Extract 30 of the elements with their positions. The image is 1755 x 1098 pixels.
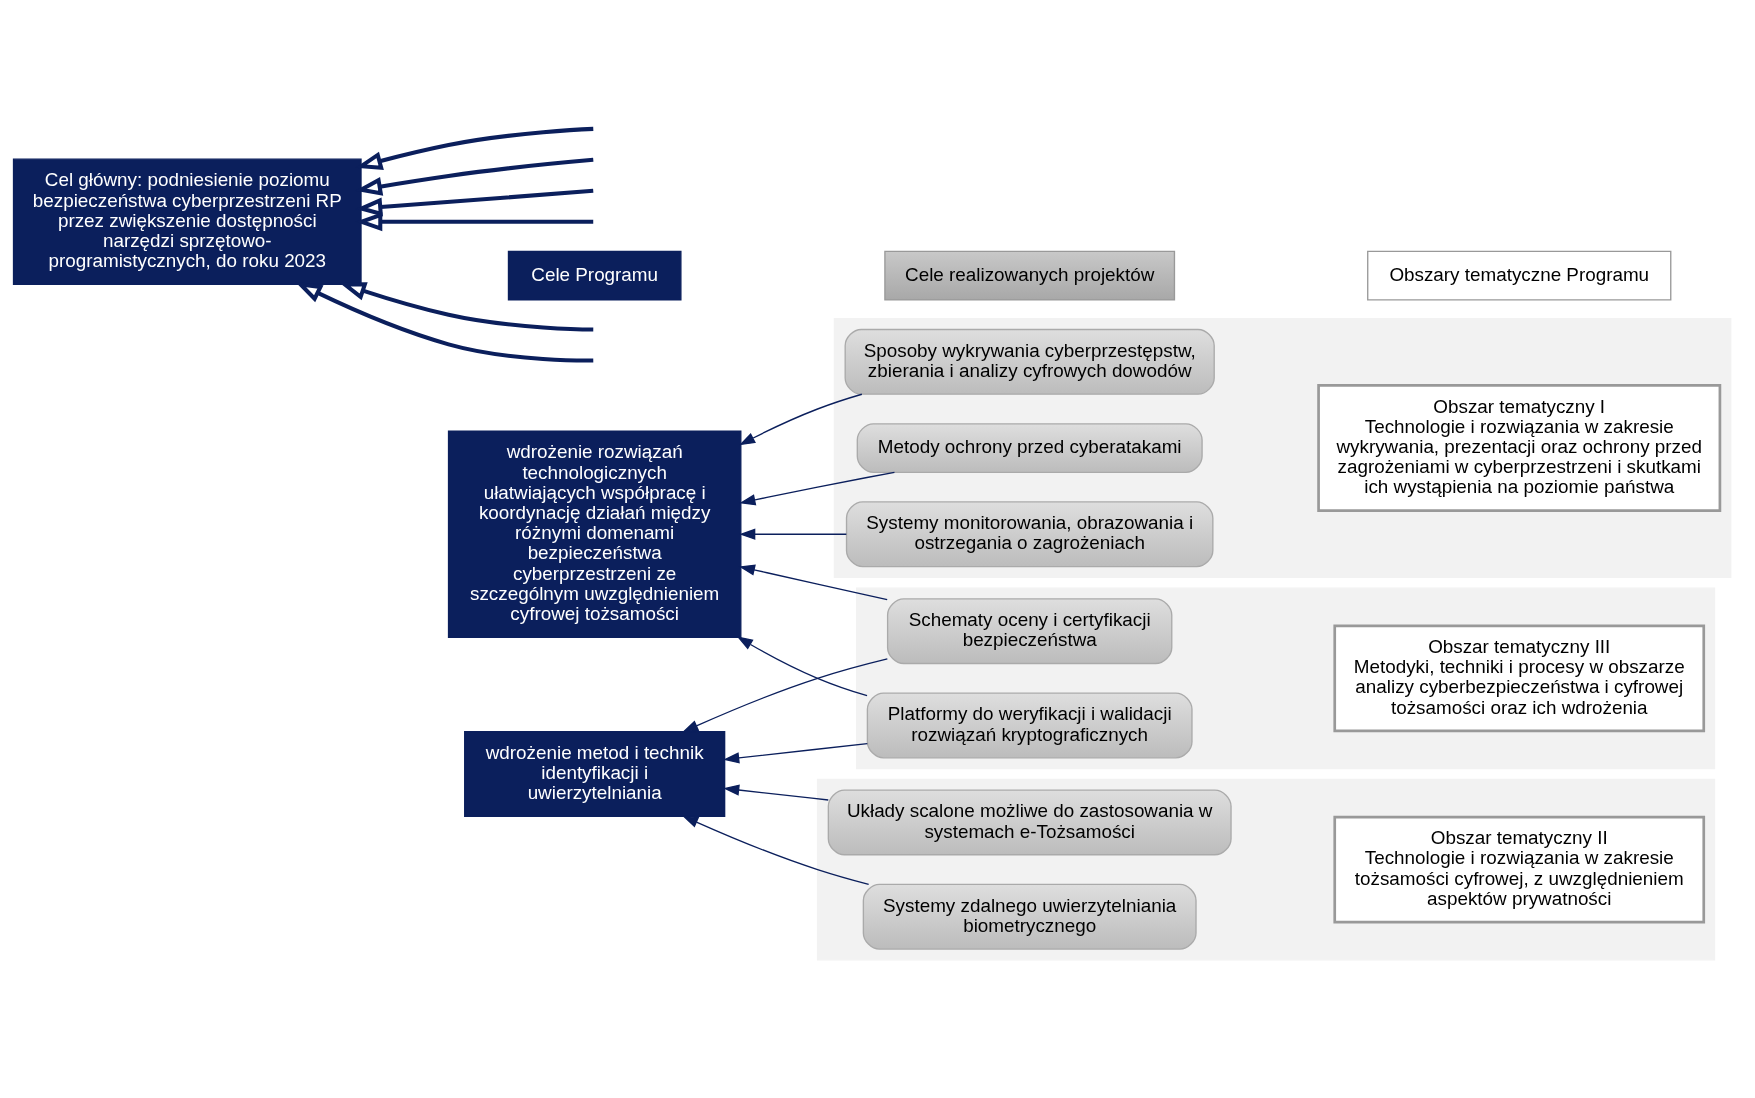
node-box: Obszar tematyczny II Technologie i rozwiązania w zakresie tożsamości cyfrowej, z uwzględnieniem aspektów prywatności xyxy=(1333,815,1706,923)
node-box: Cele Programu xyxy=(507,250,682,301)
arrow xyxy=(736,635,868,696)
node-box: Schematy oceny i certyfikacji bezpieczeństwa xyxy=(886,597,1173,664)
arrow xyxy=(682,815,870,885)
node-box: Sposoby wykrywania cyberprzestępstw, zbierania i analizy cyfrowych dowodów xyxy=(844,328,1215,395)
node-box: Metody ochrony przed cyberatakami xyxy=(856,422,1203,473)
node-box: Obszary tematyczne Programu xyxy=(1367,250,1672,301)
node-box: Układy scalone możliwe do zastosowania w systemach e-Tożsamości xyxy=(827,788,1232,855)
node-box: Obszar tematyczny I Technologie i rozwiązania w zakresie wykrywania, prezentacji oraz ochrony przed zagrożeniami w cyberprzestrzeni i skutkami ich wystąpienia na poziomie państwa xyxy=(1317,383,1722,512)
node-box: Systemy zdalnego uwierzytelniania biometrycznego xyxy=(862,883,1197,950)
arrow xyxy=(739,393,863,445)
cluster xyxy=(816,778,1716,960)
arrow xyxy=(739,528,847,540)
cluster xyxy=(855,586,1716,769)
arrow xyxy=(738,563,888,600)
arrow xyxy=(682,657,888,732)
node-box: wdrożenie rozwiązań technologicznych ułatwiających współpracę i koordynację działań między różnymi domenami bezpieczeństwa cyberprzestrzeni ze szczególnym uwzględnieniem cyfrowej tożsamości xyxy=(447,430,742,638)
arrow xyxy=(723,742,868,764)
node-box: Systemy monitorowania, obrazowania i ostrzegania o zagrożeniach xyxy=(845,500,1214,567)
node-box: wdrożenie metod i technik identyfikacji i uwierzytelniania xyxy=(464,730,726,817)
node-box: Cel główny: podniesienie poziomu bezpieczeństwa cyberprzestrzeni RP przez zwiększenie dostępności narzędzi sprzętowo-programistycznych, do roku 2023 xyxy=(12,158,362,285)
arrow xyxy=(723,783,829,801)
arrow xyxy=(295,281,594,363)
arrow xyxy=(339,281,594,332)
node-box: Platformy do weryfikacji i walidacji rozwiązań kryptograficznych xyxy=(866,692,1193,758)
node-box: Obszar tematyczny III Metodyki, techniki i procesy w obszarze analizy cyberbezpieczeństwa i cyfrowej tożsamości oraz ich wdrożenia xyxy=(1333,624,1706,732)
node-box: Cele realizowanych projektów xyxy=(884,250,1176,301)
arrow xyxy=(739,471,896,505)
cluster xyxy=(833,317,1732,578)
